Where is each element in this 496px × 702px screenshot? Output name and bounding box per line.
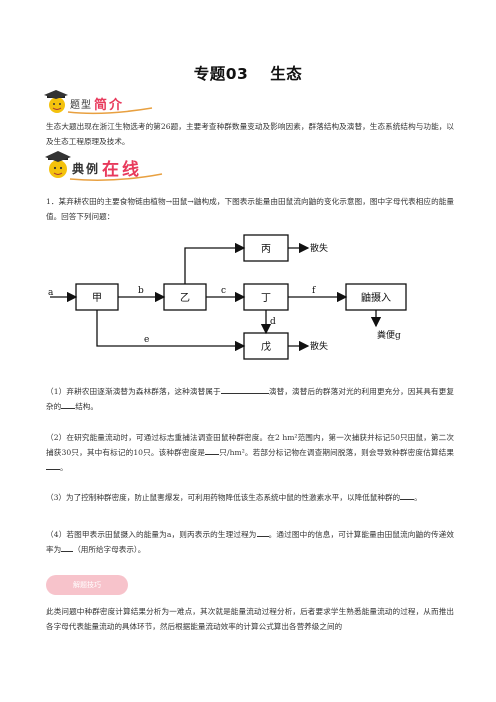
subquestion-2-text-b: 只/hm²。若部分标记物在调查期间脱落，则会导致种群密度估算结果: [219, 448, 454, 457]
subquestion-4-text-b: 。通过图中的信息，可计算能量由田鼠流向鼬的传递效率为: [46, 530, 455, 554]
label-e: e: [144, 335, 149, 345]
subquestion-3-text-b: 。: [414, 493, 422, 502]
box-label-wu: 戊: [261, 341, 271, 353]
subquestion-2-text-c: 。: [60, 463, 68, 472]
tips-badge: 解题技巧: [46, 575, 128, 595]
banner-char: 在: [102, 159, 119, 180]
subquestion-3-text-a: （3）为了控制种群密度，防止鼠害爆发，可利用药物降低该生态系统中鼠的性激素水平，…: [46, 493, 401, 502]
banner-char: 简: [94, 97, 107, 113]
label-g: 粪便g: [377, 329, 401, 341]
subquestion-1-text-a: （1）弃耕农田逐渐演替为森林群落，这种演替属于: [46, 387, 221, 396]
subquestion-1-text-c: 结构。: [75, 402, 98, 411]
banner-char: 题: [70, 99, 80, 111]
banner-char: 型: [81, 98, 91, 111]
label-b: b: [138, 286, 144, 296]
answer-blank[interactable]: [205, 446, 220, 455]
box-label-you: 鼬摄入: [361, 291, 391, 304]
label-c: c: [221, 286, 226, 296]
analysis-text: 此类问题中种群密度计算结果分析为一难点，其次就是能量流动过程分析，后者要求学生熟…: [46, 607, 454, 631]
arrow-e: [96, 310, 246, 352]
subquestion-3: （3）为了控制种群密度，防止鼠害爆发，可利用药物降低该生态系统中鼠的性激素水平，…: [46, 490, 454, 505]
banner-char: 线: [122, 159, 139, 180]
answer-blank[interactable]: [256, 528, 269, 537]
section-banner-type-intro: 题 型 简 介: [44, 88, 154, 118]
banner-char: 例: [86, 161, 98, 176]
title-topic-name: 生态: [270, 65, 303, 83]
subquestion-1: （1）弃耕农田逐渐演替为森林群落，这种演替属于演替，演替后的群落对光的利用更充分…: [46, 384, 454, 414]
banner-graphic: 典 例 在 线: [45, 151, 163, 181]
scholar-icon: [45, 151, 71, 178]
box-label-ding: 丁: [261, 293, 271, 304]
banner-char: 介: [108, 97, 123, 113]
question-stem: 1．某弃耕农田的主要食物链由植物→田鼠→鼬构成，下图表示能量由田鼠流向鼬的变化示…: [46, 197, 454, 221]
label-loss-wu: 散失: [310, 340, 328, 352]
label-f: f: [312, 286, 316, 296]
answer-blank[interactable]: [61, 543, 74, 552]
subquestion-4: （4）若图甲表示田鼠摄入的能量为a，则丙表示的生理过程为。通过图中的信息，可计算…: [46, 527, 454, 557]
label-loss-bing: 散失: [310, 242, 328, 254]
subquestion-4-text-c: （用所给字母表示）。: [73, 545, 146, 554]
box-label-yi: 乙: [180, 292, 190, 304]
answer-blank[interactable]: [400, 491, 415, 500]
banner-graphic: 题 型 简 介: [44, 90, 153, 115]
banner-char: 典: [72, 161, 84, 176]
answer-blank[interactable]: [220, 385, 269, 394]
label-d: d: [270, 317, 276, 327]
answer-blank[interactable]: [61, 400, 76, 409]
answer-blank[interactable]: [46, 461, 60, 470]
box-label-jia: 甲: [92, 293, 102, 304]
subquestion-4-text-a: （4）若图甲表示田鼠摄入的能量为a，则丙表示的生理过程为: [46, 530, 257, 539]
energy-flow-diagram: 甲 乙 丙 丁 戊 鼬摄入 a b c d e f 散失 散失 粪便g: [48, 234, 407, 360]
intro-text: 生态大题出现在浙江生物选考的第26题，主要考查种群数量变动及影响因素，群落结构及…: [46, 122, 454, 146]
subquestion-1-text-b: 演替，演替后的群落对光的利用更充分，因其具有更复杂的: [46, 387, 454, 411]
subquestion-2-text-a: （2）在研究能量流动时，可通过标志重捕法调查田鼠种群密度。在2 hm²范围内，第…: [46, 433, 454, 457]
box-label-bing: 丙: [261, 244, 271, 255]
label-a: a: [48, 288, 54, 298]
arrow-yi-bing: [184, 242, 246, 284]
page-title: 专题03 生态: [0, 62, 496, 84]
subquestion-2: （2）在研究能量流动时，可通过标志重捕法调查田鼠种群密度。在2 hm²范围内，第…: [46, 430, 454, 475]
title-topic-number: 专题03: [193, 65, 249, 83]
section-banner-example: 典 例 在 线: [44, 148, 164, 184]
scholar-icon: [44, 90, 68, 113]
